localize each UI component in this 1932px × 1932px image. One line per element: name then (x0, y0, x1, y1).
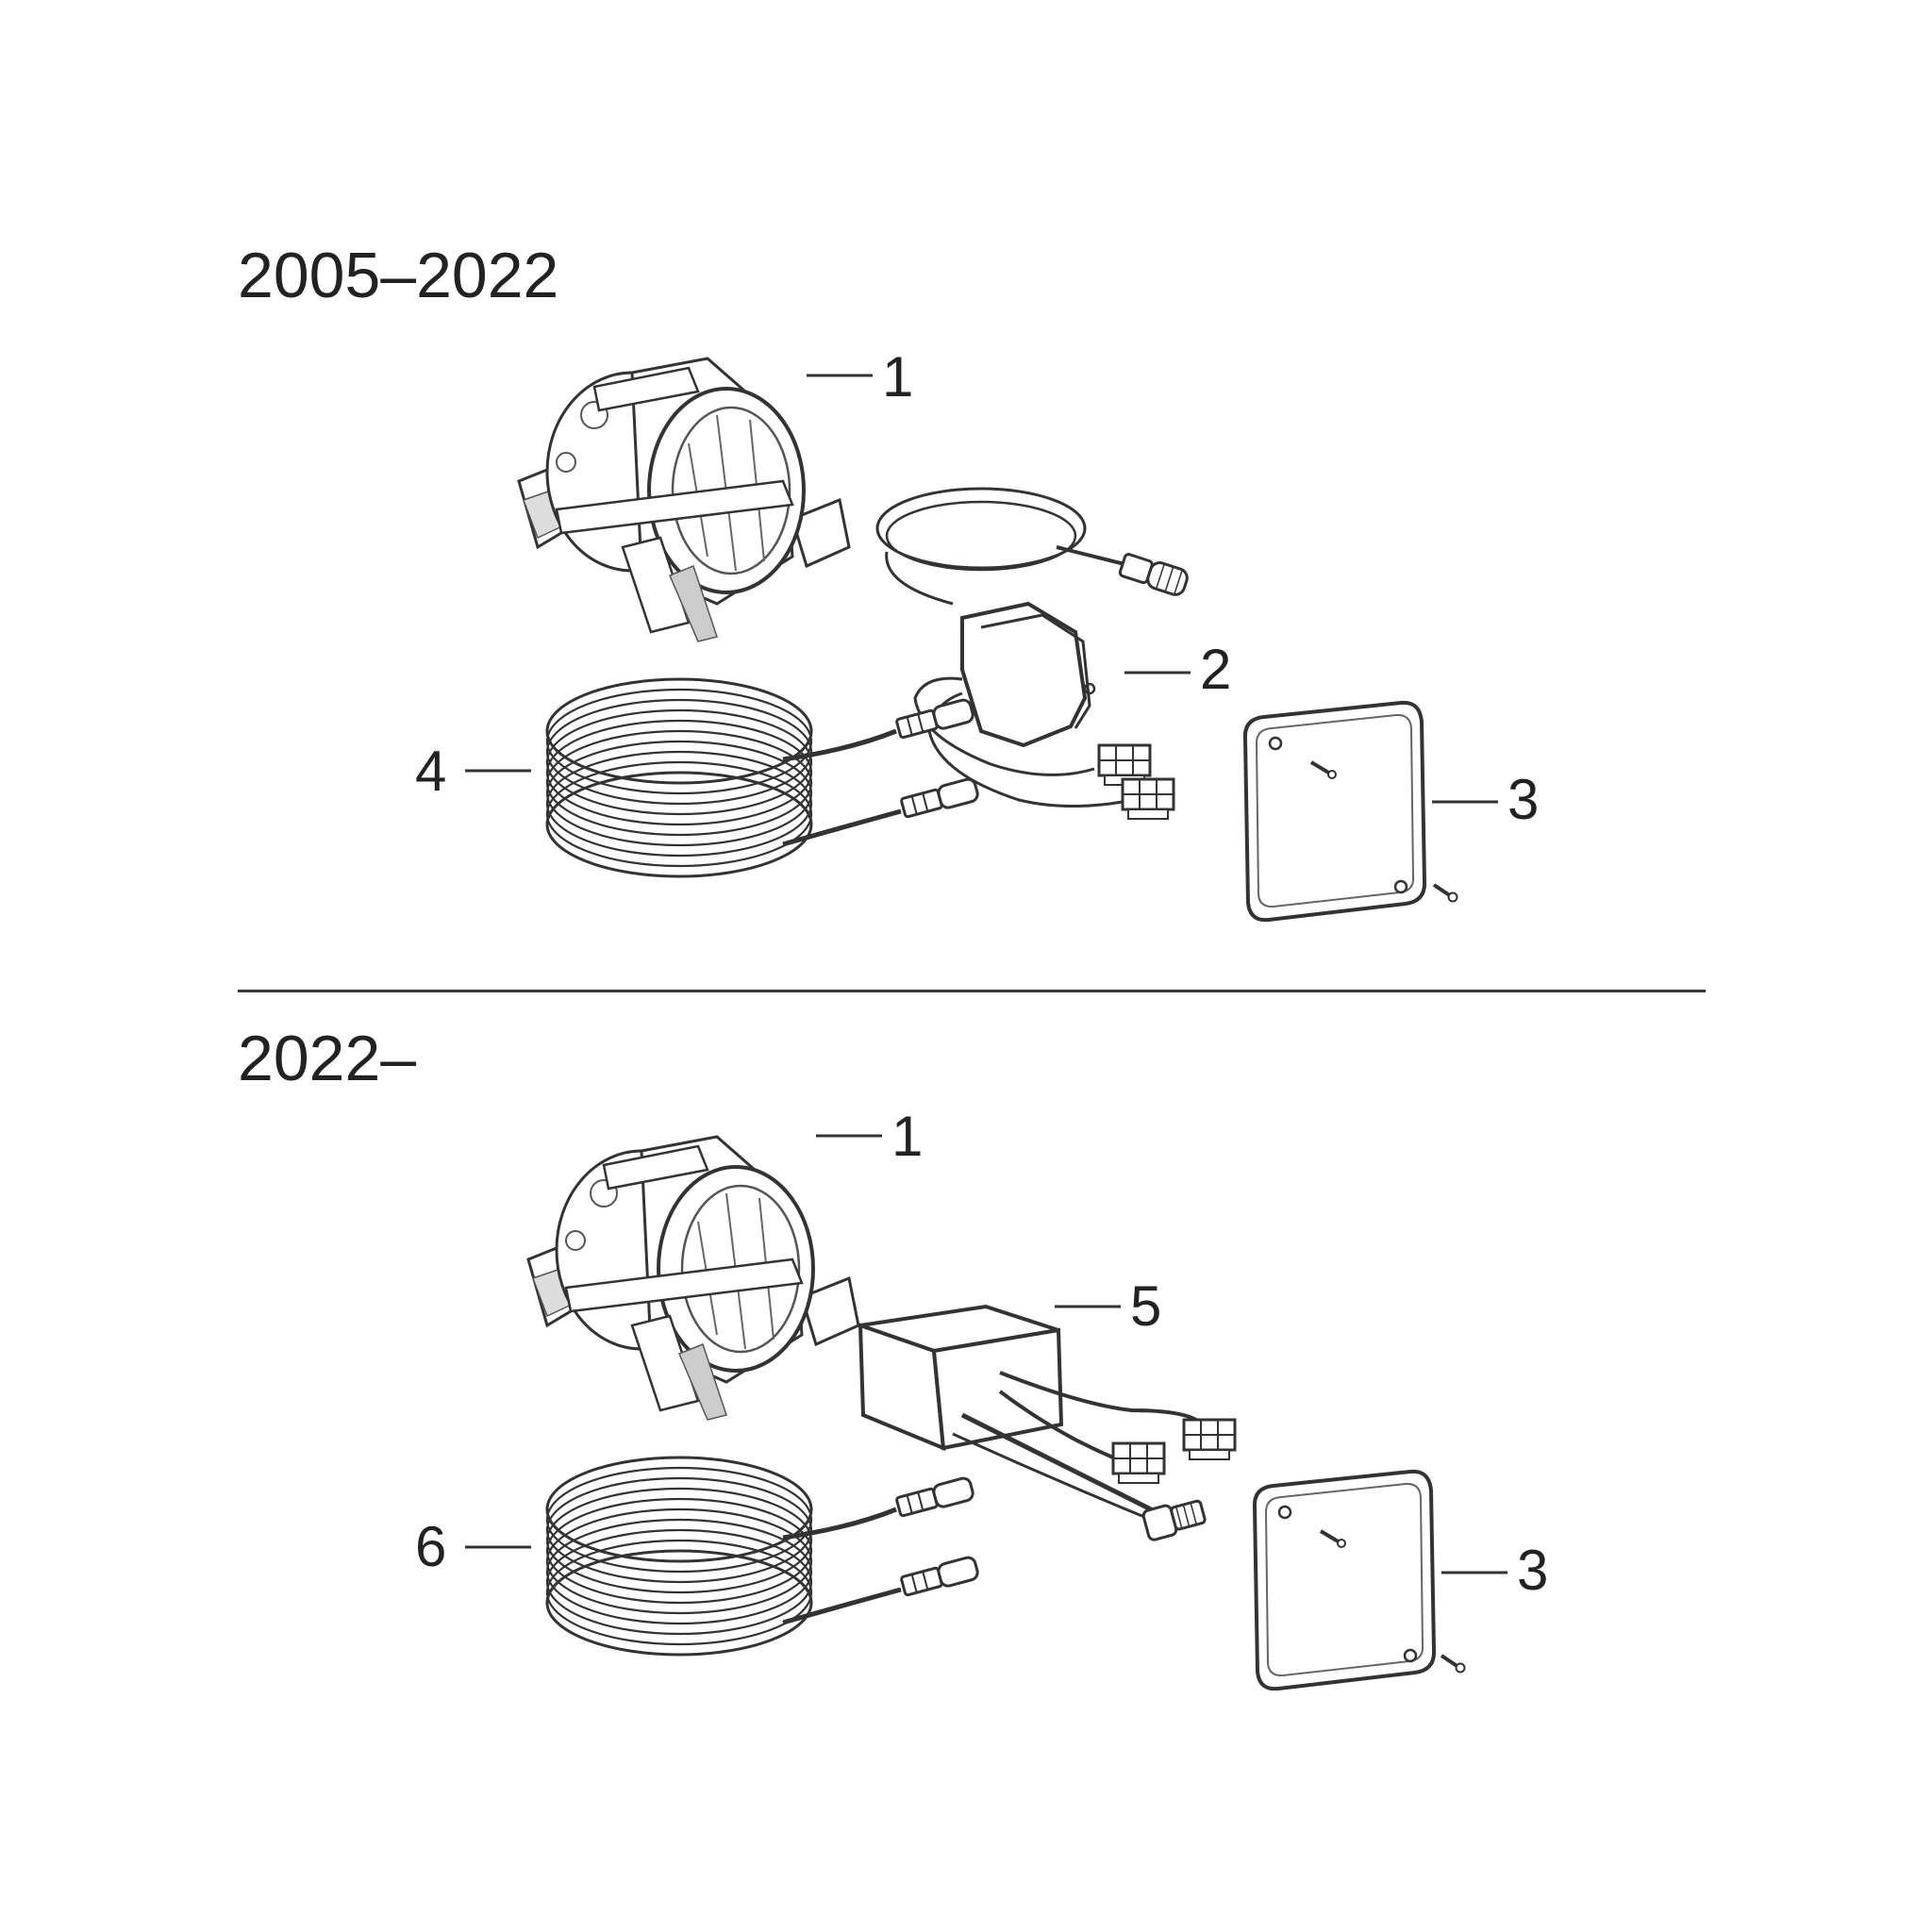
section-title-2022: 2022– (238, 1023, 417, 1094)
screw-icon-bottom (1440, 1654, 1467, 1674)
installation-box-icon (517, 357, 851, 643)
callout-3-bottom: 3 (1517, 1539, 1549, 1602)
power-supply-icon (858, 1304, 1237, 1541)
callout-3-top: 3 (1507, 768, 1540, 831)
cover-plate-icon-bottom (1252, 1469, 1437, 1691)
cable-coil-icon (547, 679, 979, 876)
callout-1-top: 1 (882, 345, 914, 408)
cover-plate-icon (1242, 700, 1427, 923)
callout-6-bottom: 6 (415, 1515, 447, 1578)
callout-5-bottom: 5 (1130, 1274, 1162, 1338)
callout-4-top: 4 (415, 740, 447, 803)
cable-coil-icon-bottom (547, 1457, 979, 1655)
control-unit-icon (875, 487, 1189, 821)
callout-1-bottom: 1 (891, 1105, 924, 1168)
callout-2-top: 2 (1200, 638, 1232, 701)
section-divider (238, 990, 1706, 992)
screw-icon-top (1432, 883, 1459, 904)
section-title-2005-2022: 2005–2022 (238, 240, 559, 311)
installation-box-icon-bottom (526, 1135, 860, 1422)
